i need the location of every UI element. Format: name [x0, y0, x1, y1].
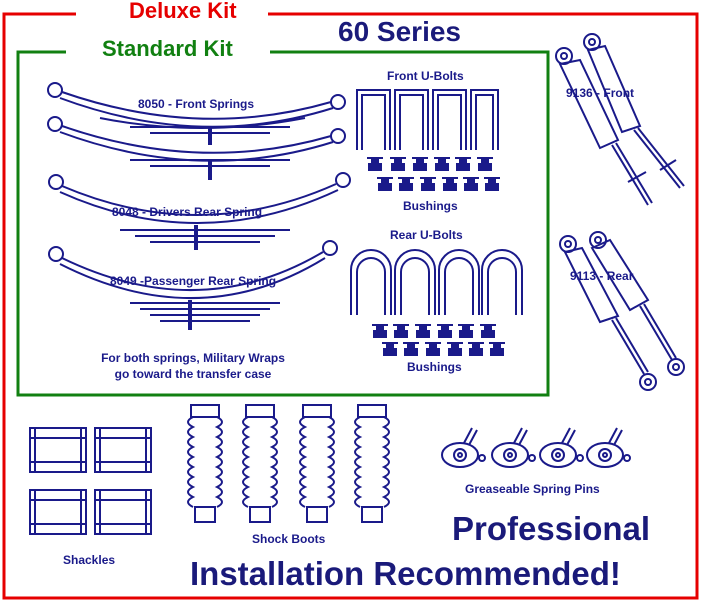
shackles-label: Shackles	[63, 553, 116, 567]
bushing	[393, 324, 409, 338]
bushing	[489, 342, 505, 356]
standard-kit-title: Standard Kit	[96, 38, 239, 60]
bushing	[390, 157, 406, 171]
bushing	[372, 324, 388, 338]
front-u-bolts-label: Front U-Bolts	[387, 69, 464, 83]
spring-pins-label: Greaseable Spring Pins	[465, 482, 600, 496]
bushing	[425, 342, 441, 356]
leaf-spring-front	[47, 82, 346, 180]
spring-pin	[491, 427, 536, 468]
footer-installation: Installation Recommended!	[190, 555, 621, 592]
front-bushings	[367, 157, 500, 191]
shackle	[29, 489, 87, 535]
rear-shock-label: 9113 - Rear	[570, 269, 634, 283]
shackle	[94, 489, 152, 535]
shock-boot	[242, 404, 278, 523]
bushing	[403, 342, 419, 356]
shock-boots	[187, 404, 390, 523]
standard-kit-frame	[16, 50, 550, 397]
leaf-spring-drivers-rear	[48, 172, 351, 250]
spring-pin	[441, 427, 486, 468]
spring-note-line2: go toward the transfer case	[114, 367, 272, 381]
spring-note-line1: For both springs, Military Wraps	[101, 351, 285, 365]
footer-professional: Professional	[452, 510, 651, 547]
bushing	[477, 157, 493, 171]
front-u-bolts	[356, 89, 499, 150]
greaseable-spring-pins	[441, 427, 631, 468]
bushing	[458, 324, 474, 338]
bushing	[442, 177, 458, 191]
bushing	[382, 342, 398, 356]
deluxe-kit-frame	[2, 12, 699, 600]
bushing	[377, 177, 393, 191]
spring-pin	[586, 427, 631, 468]
front-bushings-label: Bushings	[403, 199, 458, 213]
bushing	[468, 342, 484, 356]
bushing	[484, 177, 500, 191]
bushing	[412, 157, 428, 171]
shock-front	[555, 33, 685, 206]
rear-u-bolts	[350, 249, 523, 315]
spring-pin	[539, 427, 584, 468]
shackle	[94, 427, 152, 473]
bushing	[420, 177, 436, 191]
rear-u-bolts-label: Rear U-Bolts	[390, 228, 463, 242]
bushing	[398, 177, 414, 191]
bushing	[434, 157, 450, 171]
rear-bushings	[372, 324, 505, 356]
leaf-spring-passenger-rear	[48, 240, 338, 330]
rear-bushings-label: Bushings	[407, 360, 462, 374]
bushing	[463, 177, 479, 191]
shock-rear	[559, 231, 685, 391]
bushing	[447, 342, 463, 356]
shackles	[29, 427, 152, 535]
shock-boot	[354, 404, 390, 523]
bushing	[415, 324, 431, 338]
bushing	[367, 157, 383, 171]
shock-boots-label: Shock Boots	[252, 532, 326, 546]
passenger-rear-spring-label: 8049 -Passenger Rear Spring	[110, 274, 277, 288]
front-shock-label: 9136 - Front	[566, 86, 635, 100]
drivers-rear-spring-label: 8048 - Drivers Rear Spring	[112, 205, 263, 219]
shock-boot	[187, 404, 223, 523]
bushing	[480, 324, 496, 338]
series-title: 60 Series	[338, 16, 461, 47]
bushing	[455, 157, 471, 171]
front-springs-label: 8050 - Front Springs	[138, 97, 255, 111]
shock-boot	[299, 404, 335, 523]
shackle	[29, 427, 87, 473]
bushing	[437, 324, 453, 338]
deluxe-kit-title: Deluxe Kit	[121, 0, 245, 22]
